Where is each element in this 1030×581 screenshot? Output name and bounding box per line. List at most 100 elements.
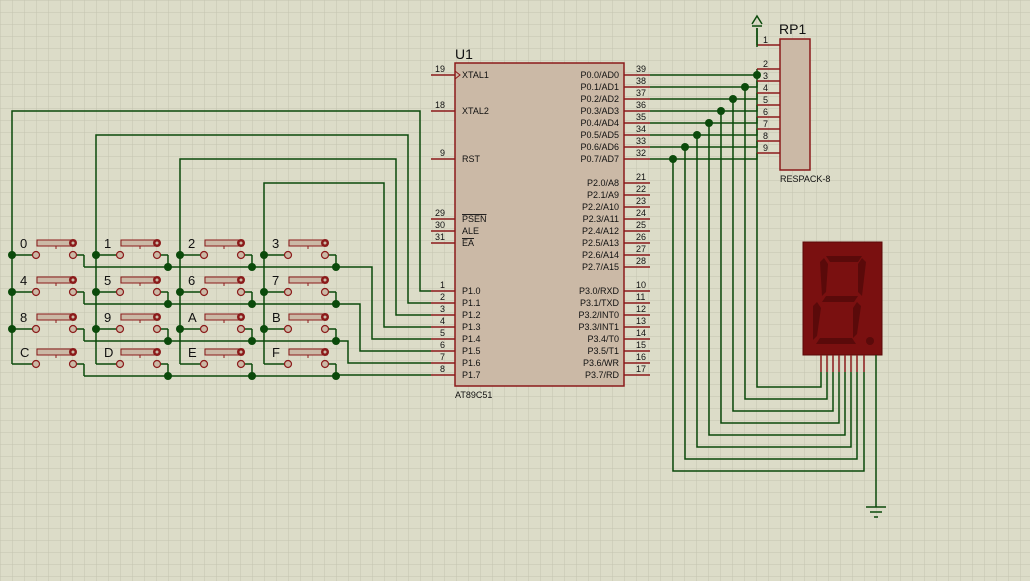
key-contact	[31, 287, 41, 297]
key-contact	[199, 324, 209, 334]
p0-bus-wire	[650, 81, 758, 88]
key-contact	[320, 287, 330, 297]
key-terminal-center	[323, 350, 327, 354]
key-contact	[283, 287, 293, 297]
key-label: 3	[272, 236, 279, 251]
keypad-column-wire	[179, 158, 431, 364]
key-terminal-center	[71, 241, 75, 245]
key-terminal-center	[323, 315, 327, 319]
u1-pin-label: P3.4/T0	[587, 334, 619, 344]
key-contact	[68, 324, 78, 334]
segment-c	[853, 302, 861, 338]
junction-dot	[260, 325, 268, 333]
key-label: 6	[188, 273, 195, 288]
key-contact	[283, 324, 293, 334]
junction-dot	[705, 119, 713, 127]
p0-bus-wire	[650, 117, 758, 124]
key-label: 1	[104, 236, 111, 251]
key-switch[interactable]: 2	[188, 236, 252, 260]
u1-pin-label: P0.7/AD7	[580, 154, 619, 164]
rp1-ref-label: RP1	[779, 21, 806, 37]
key-terminal-center	[323, 278, 327, 282]
key-switch[interactable]: 4	[20, 273, 84, 297]
u1-pin-number: 7	[440, 352, 445, 362]
segment-b	[858, 258, 866, 296]
keypad-column-wire	[11, 110, 431, 364]
u1-pin-label: P3.3/INT1	[578, 322, 619, 332]
u1-pin-label: XTAL2	[462, 106, 489, 116]
u1-pin-label: P2.3/A11	[583, 214, 619, 224]
key-terminal-center	[71, 278, 75, 282]
seven-segment-display[interactable]	[802, 241, 883, 372]
u1-pin-label: P3.0/RXD	[579, 286, 620, 296]
u1-pin-number: 25	[636, 220, 646, 230]
junction-dot	[8, 251, 16, 259]
key-contact	[68, 287, 78, 297]
u1-pin-number: 26	[636, 232, 646, 242]
key-switch[interactable]: C	[20, 345, 84, 369]
u1-pin-number: 39	[636, 64, 646, 74]
rp1-pin-number: 3	[763, 71, 768, 81]
u1-microcontroller[interactable]: U1 AT89C51 19XTAL118XTAL29RST29PSEN30ALE…	[431, 46, 650, 400]
u1-pin-label: XTAL1	[462, 70, 489, 80]
u1-pin-label: P1.3	[462, 322, 481, 332]
u1-pin-number: 27	[636, 244, 646, 254]
key-switch[interactable]: E	[188, 345, 252, 369]
u1-pin-label: P2.7/A15	[582, 262, 619, 272]
key-contact	[199, 250, 209, 260]
junctions-layer	[8, 71, 761, 380]
key-contact	[236, 324, 246, 334]
junction-dot	[8, 325, 16, 333]
key-switch[interactable]: 9	[104, 310, 168, 334]
keypad-column-wire	[263, 182, 431, 364]
segment-g	[822, 296, 858, 302]
junction-dot	[693, 131, 701, 139]
keypad-row-wire	[84, 303, 431, 352]
junction-dot	[332, 300, 340, 308]
u1-pin-number: 35	[636, 112, 646, 122]
key-switch[interactable]: 7	[272, 273, 336, 297]
key-switch[interactable]: 8	[20, 310, 84, 334]
u1-pin-number: 31	[435, 232, 445, 242]
rp1-pin-number: 8	[763, 131, 768, 141]
keypad-column-wire	[95, 134, 431, 364]
key-switch[interactable]: F	[272, 345, 336, 369]
key-terminal-center	[71, 315, 75, 319]
u1-pin-label: P2.2/A10	[582, 202, 619, 212]
key-label: 0	[20, 236, 27, 251]
junction-dot	[176, 325, 184, 333]
u1-pin-label: P2.4/A12	[582, 226, 619, 236]
key-switch[interactable]: 0	[20, 236, 84, 260]
u1-pin-number: 17	[636, 364, 646, 374]
u1-pin-number: 38	[636, 76, 646, 86]
key-switch[interactable]: D	[104, 345, 168, 369]
u1-pin-label: P3.6/WR	[583, 358, 620, 368]
u1-pin-number: 10	[636, 280, 646, 290]
key-contact	[283, 250, 293, 260]
rp1-part-label: RESPACK-8	[780, 174, 830, 184]
u1-pin-number: 32	[636, 148, 646, 158]
u1-pin-number: 15	[636, 340, 646, 350]
u1-pin-number: 4	[440, 316, 445, 326]
rp1-pin-number: 7	[763, 119, 768, 129]
key-switch[interactable]: 6	[188, 273, 252, 297]
keypad-row-wire	[84, 266, 431, 340]
junction-dot	[753, 71, 761, 79]
key-label: 9	[104, 310, 111, 325]
key-switch[interactable]: A	[188, 310, 252, 334]
u1-pin-number: 12	[636, 304, 646, 314]
junction-dot	[248, 263, 256, 271]
key-label: C	[20, 345, 29, 360]
key-label: 5	[104, 273, 111, 288]
key-switch[interactable]: B	[272, 310, 336, 334]
rp1-pin-number: 2	[763, 59, 768, 69]
u1-pin-label: P0.3/AD3	[580, 106, 619, 116]
key-terminal-center	[71, 350, 75, 354]
key-contact	[152, 250, 162, 260]
key-switch[interactable]: 3	[272, 236, 336, 260]
key-switch[interactable]: 5	[104, 273, 168, 297]
u1-pin-number: 29	[435, 208, 445, 218]
key-switch[interactable]: 1	[104, 236, 168, 260]
key-contact	[68, 359, 78, 369]
